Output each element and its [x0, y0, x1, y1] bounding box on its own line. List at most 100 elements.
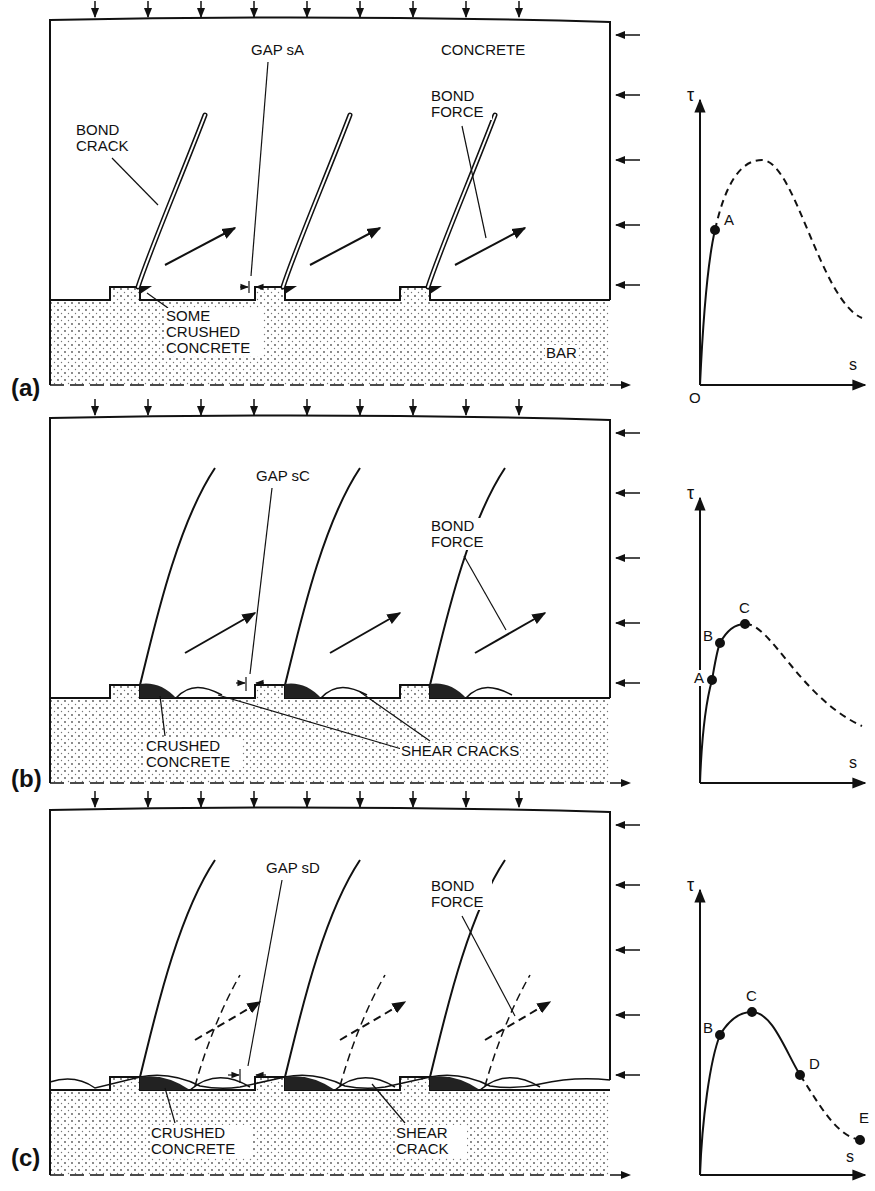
- part-label: SOME CRUSHED CONCRETE: [165, 308, 262, 356]
- part-label: CRUSHED CONCRETE: [150, 1125, 252, 1157]
- part-label: GAP sD: [265, 860, 321, 876]
- load-arrow: [94, 791, 96, 807]
- bond-force-arrow: [475, 613, 545, 653]
- shear-crack: [466, 688, 512, 699]
- load-arrow: [465, 1, 467, 17]
- bond-slip-chart: [700, 782, 865, 784]
- bond-crack: [140, 468, 505, 685]
- point-label: A: [693, 670, 705, 686]
- leader-line: [112, 158, 158, 205]
- crushed-concrete: [140, 684, 466, 698]
- leader-line: [251, 62, 268, 276]
- load-arrow: [306, 399, 308, 415]
- shear-crack: [480, 1078, 540, 1090]
- leader-line: [372, 1084, 405, 1123]
- crushed-concrete: [430, 286, 442, 294]
- bond-slip-chart: [700, 100, 865, 385]
- part-label: GAP sA: [250, 42, 305, 58]
- leader-line: [462, 916, 515, 1016]
- bond-slip-chart: [700, 384, 865, 386]
- bond-crack: [430, 860, 505, 1077]
- bond-force-arrow: [340, 1002, 405, 1040]
- bond-slip-chart: [700, 890, 865, 1175]
- leader-line: [165, 880, 515, 1123]
- concrete-outline: [50, 807, 610, 1175]
- load-arrow: [616, 284, 640, 286]
- bond-slip-chart: [700, 624, 745, 783]
- point-label: E: [858, 1110, 870, 1126]
- bond-slip-chart: [741, 620, 749, 628]
- part-label: BAR: [545, 345, 578, 361]
- bond-crack: [285, 468, 360, 685]
- leader-line: [160, 696, 165, 736]
- bar-axis: [50, 782, 630, 784]
- bond-force-arrow: [185, 613, 255, 653]
- axis-label: τ: [686, 86, 695, 105]
- load-arrow: [94, 399, 96, 415]
- bar-axis: [50, 384, 630, 386]
- shear-crack: [176, 688, 222, 699]
- secondary-crack: [485, 975, 530, 1086]
- bond-slip-chart: [716, 639, 724, 647]
- bond-force-arrow: [330, 613, 400, 653]
- bond-slip-chart: [748, 1008, 756, 1016]
- bond-crack: [138, 115, 495, 287]
- load-arrow: [518, 791, 520, 807]
- leader-line: [160, 488, 506, 750]
- axis-label: τ: [686, 484, 695, 503]
- bond-force-arrow: [165, 228, 525, 265]
- panel-c: [50, 807, 865, 1175]
- load-arrow: [616, 949, 640, 951]
- bond-slip-chart: [716, 1031, 724, 1039]
- load-arrow: [147, 1, 149, 17]
- bond-force-arrow: [195, 1002, 550, 1040]
- bond-slip-chart: [715, 160, 862, 318]
- load-arrow: [253, 1, 255, 17]
- load-arrow: [359, 791, 361, 807]
- load-arrow: [306, 791, 308, 807]
- point-label: O: [688, 390, 702, 406]
- gap-mark: [256, 286, 264, 287]
- load-arrow: [147, 791, 149, 807]
- load-arrow: [200, 1, 202, 17]
- part-label: CRUSHED CONCRETE: [145, 738, 242, 770]
- secondary-crack: [195, 975, 240, 1086]
- bond-slip-chart: [800, 1075, 860, 1140]
- load-arrow: [518, 1, 520, 17]
- load-arrow: [616, 884, 640, 886]
- bond-crack: [140, 860, 505, 1077]
- load-arrow: [253, 791, 255, 807]
- load-arrow: [518, 399, 520, 415]
- bar-surface: [50, 287, 610, 300]
- leader-line: [165, 1088, 175, 1123]
- bond-slip-chart: [699, 890, 701, 1175]
- crushed-concrete: [140, 1076, 190, 1090]
- leader-line: [218, 695, 405, 750]
- secondary-crack: [195, 975, 530, 1086]
- load-arrow: [616, 824, 640, 826]
- point-label: D: [808, 1056, 821, 1072]
- bond-force-arrow: [195, 1002, 260, 1040]
- gap-mark: [248, 281, 249, 293]
- bond-force-arrow: [455, 228, 525, 265]
- leader-line: [250, 488, 272, 674]
- shear-crack: [190, 1078, 250, 1090]
- panel-a: [50, 17, 865, 385]
- gap-mark: [236, 677, 264, 691]
- load-arrow: [616, 34, 640, 36]
- part-label: CONCRETE: [440, 42, 526, 58]
- load-arrow: [95, 1, 640, 1075]
- load-arrow: [465, 399, 467, 415]
- shear-crack: [190, 1078, 540, 1090]
- point-label: A: [723, 212, 735, 228]
- bond-slip-chart: [700, 1174, 865, 1176]
- bond-crack: [430, 468, 505, 685]
- load-arrow: [306, 1, 308, 17]
- load-arrow: [616, 94, 640, 96]
- gap-mark: [256, 682, 264, 683]
- load-arrow: [359, 1, 361, 17]
- panel-label: (a): [10, 375, 41, 401]
- load-arrow: [616, 557, 640, 559]
- crushed-concrete: [140, 286, 152, 294]
- bond-force-arrow: [310, 228, 380, 265]
